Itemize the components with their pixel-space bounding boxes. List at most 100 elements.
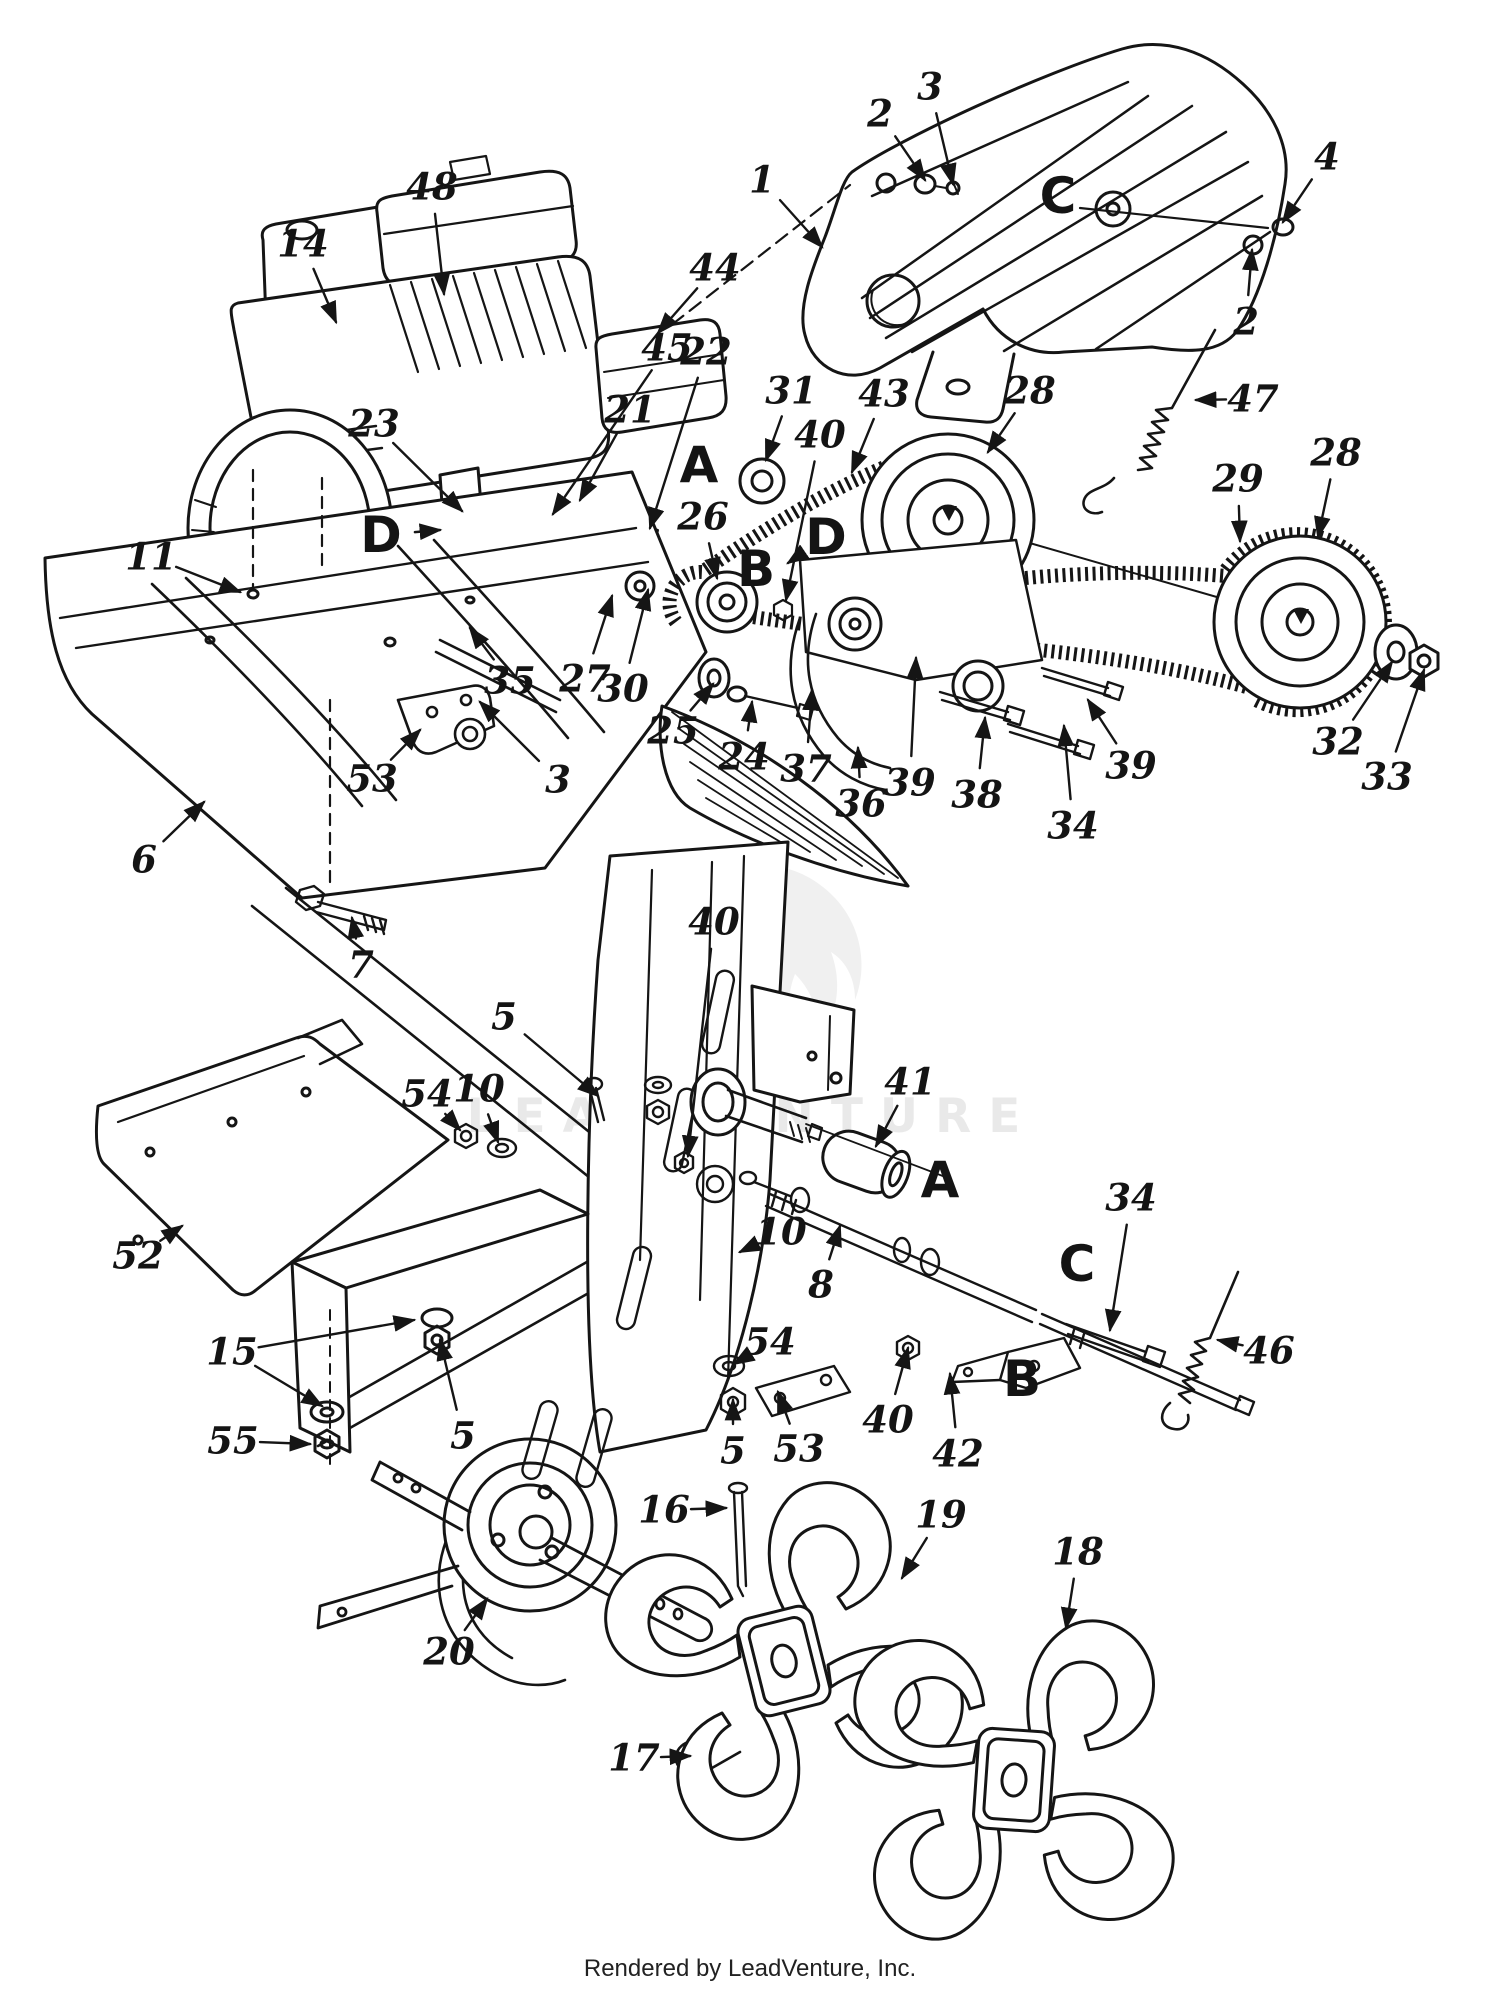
leader-line bbox=[737, 1235, 763, 1254]
callout-40: 40 bbox=[862, 1397, 914, 1442]
leader-line bbox=[894, 135, 927, 182]
grommet-31 bbox=[738, 457, 786, 505]
callout-19: 19 bbox=[915, 1492, 967, 1537]
callout-47: 47 bbox=[1227, 376, 1279, 421]
leader-line bbox=[935, 112, 957, 187]
callout-3: 3 bbox=[545, 757, 571, 802]
callout-27: 27 bbox=[559, 656, 611, 701]
leader-line bbox=[1060, 1577, 1078, 1631]
callout-53: 53 bbox=[773, 1426, 825, 1471]
leader-line bbox=[433, 212, 451, 297]
callout-7: 7 bbox=[348, 942, 374, 987]
side-pan-52 bbox=[94, 1018, 450, 1297]
leader-line bbox=[943, 1371, 961, 1429]
callout-22: 22 bbox=[680, 329, 732, 374]
callout-21: 21 bbox=[604, 387, 656, 432]
mid-hardware bbox=[453, 1075, 811, 1214]
callout-2: 2 bbox=[1233, 299, 1259, 344]
callout-6: 6 bbox=[131, 837, 157, 882]
callout-43: 43 bbox=[858, 371, 910, 416]
callout-18: 18 bbox=[1052, 1529, 1104, 1574]
leader-line bbox=[648, 376, 700, 531]
leader-line bbox=[347, 915, 365, 940]
washer-15 bbox=[309, 1400, 345, 1424]
leader-line bbox=[825, 1223, 842, 1261]
callout-5: 5 bbox=[720, 1428, 746, 1473]
callout-29: 29 bbox=[1212, 456, 1264, 501]
callout-41: 41 bbox=[884, 1059, 936, 1104]
leader-line bbox=[159, 1224, 184, 1245]
callout-36: 36 bbox=[835, 781, 887, 826]
leader-line bbox=[894, 1345, 911, 1396]
leader-line bbox=[551, 369, 653, 516]
callout-46: 46 bbox=[1243, 1328, 1295, 1373]
leader-line bbox=[850, 745, 868, 779]
callout-33: 33 bbox=[1361, 754, 1413, 799]
callout-15: 15 bbox=[206, 1329, 258, 1374]
cooling-fins bbox=[388, 259, 588, 374]
leader-line bbox=[681, 947, 713, 1159]
leader-line bbox=[974, 715, 992, 770]
callout-34: 34 bbox=[1047, 803, 1099, 848]
leader-line bbox=[764, 415, 784, 463]
leader-line bbox=[392, 441, 464, 513]
idler-bolts bbox=[938, 666, 1125, 761]
leader-line bbox=[463, 1597, 489, 1632]
leader-line bbox=[628, 587, 652, 665]
section-letter-C: C bbox=[1039, 167, 1077, 225]
callout-30: 30 bbox=[597, 666, 649, 711]
callout-42: 42 bbox=[932, 1431, 984, 1476]
bracket-42 bbox=[998, 1336, 1082, 1390]
leader-line bbox=[659, 1748, 693, 1766]
callout-53: 53 bbox=[346, 756, 398, 801]
frame-rails bbox=[250, 638, 642, 1448]
axle-bearing bbox=[689, 1067, 747, 1137]
callout-38: 38 bbox=[951, 772, 1003, 817]
callout-54: 54 bbox=[744, 1319, 796, 1364]
leader-line bbox=[1351, 660, 1394, 721]
callout-leader-lines bbox=[159, 112, 1426, 1766]
section-letter-B: B bbox=[1002, 1350, 1042, 1408]
callout-4: 4 bbox=[1314, 134, 1340, 179]
section-letter-D: D bbox=[360, 506, 402, 564]
leader-line bbox=[253, 1364, 325, 1408]
leader-line bbox=[478, 700, 541, 763]
leader-line bbox=[1104, 1223, 1128, 1333]
leader-line bbox=[874, 1104, 899, 1149]
callout-35: 35 bbox=[484, 658, 536, 703]
leader-line bbox=[592, 593, 614, 655]
leader-line bbox=[802, 687, 819, 744]
callout-28: 28 bbox=[1004, 368, 1056, 413]
leader-line bbox=[1230, 504, 1248, 544]
leader-line bbox=[850, 417, 875, 475]
callout-5: 5 bbox=[450, 1413, 476, 1458]
support-bracket-15 bbox=[290, 1188, 590, 1465]
leader-line bbox=[1057, 723, 1075, 801]
leader-line bbox=[174, 565, 243, 594]
leader-line bbox=[257, 1315, 417, 1349]
outer-tine-18 bbox=[787, 1553, 1241, 1994]
callout-54: 54 bbox=[401, 1071, 453, 1116]
leader-line bbox=[1241, 247, 1259, 297]
section-letter-B: B bbox=[736, 540, 776, 598]
footer-credit: Rendered by LeadVenture, Inc. bbox=[583, 1955, 917, 1982]
belt-cover bbox=[653, 42, 1288, 424]
leader-line bbox=[781, 460, 816, 603]
leader-line bbox=[1086, 697, 1118, 745]
leader-line bbox=[1314, 478, 1332, 540]
drag-link-53 bbox=[754, 1364, 852, 1418]
leader-line bbox=[162, 800, 206, 843]
callout-40: 40 bbox=[794, 412, 846, 457]
idler-pulley bbox=[827, 596, 883, 652]
callout-17: 17 bbox=[608, 1735, 660, 1780]
leader-line bbox=[1281, 178, 1314, 224]
flap-hatch bbox=[671, 711, 899, 879]
clevis-pin-16 bbox=[727, 1481, 749, 1598]
section-letter-C: C bbox=[1058, 1235, 1096, 1293]
leader-line bbox=[786, 544, 810, 565]
leader-line bbox=[413, 523, 443, 541]
leader-line bbox=[731, 1346, 756, 1366]
section-letter-A: A bbox=[920, 1151, 960, 1209]
tension-spring-lower bbox=[1160, 1270, 1240, 1431]
